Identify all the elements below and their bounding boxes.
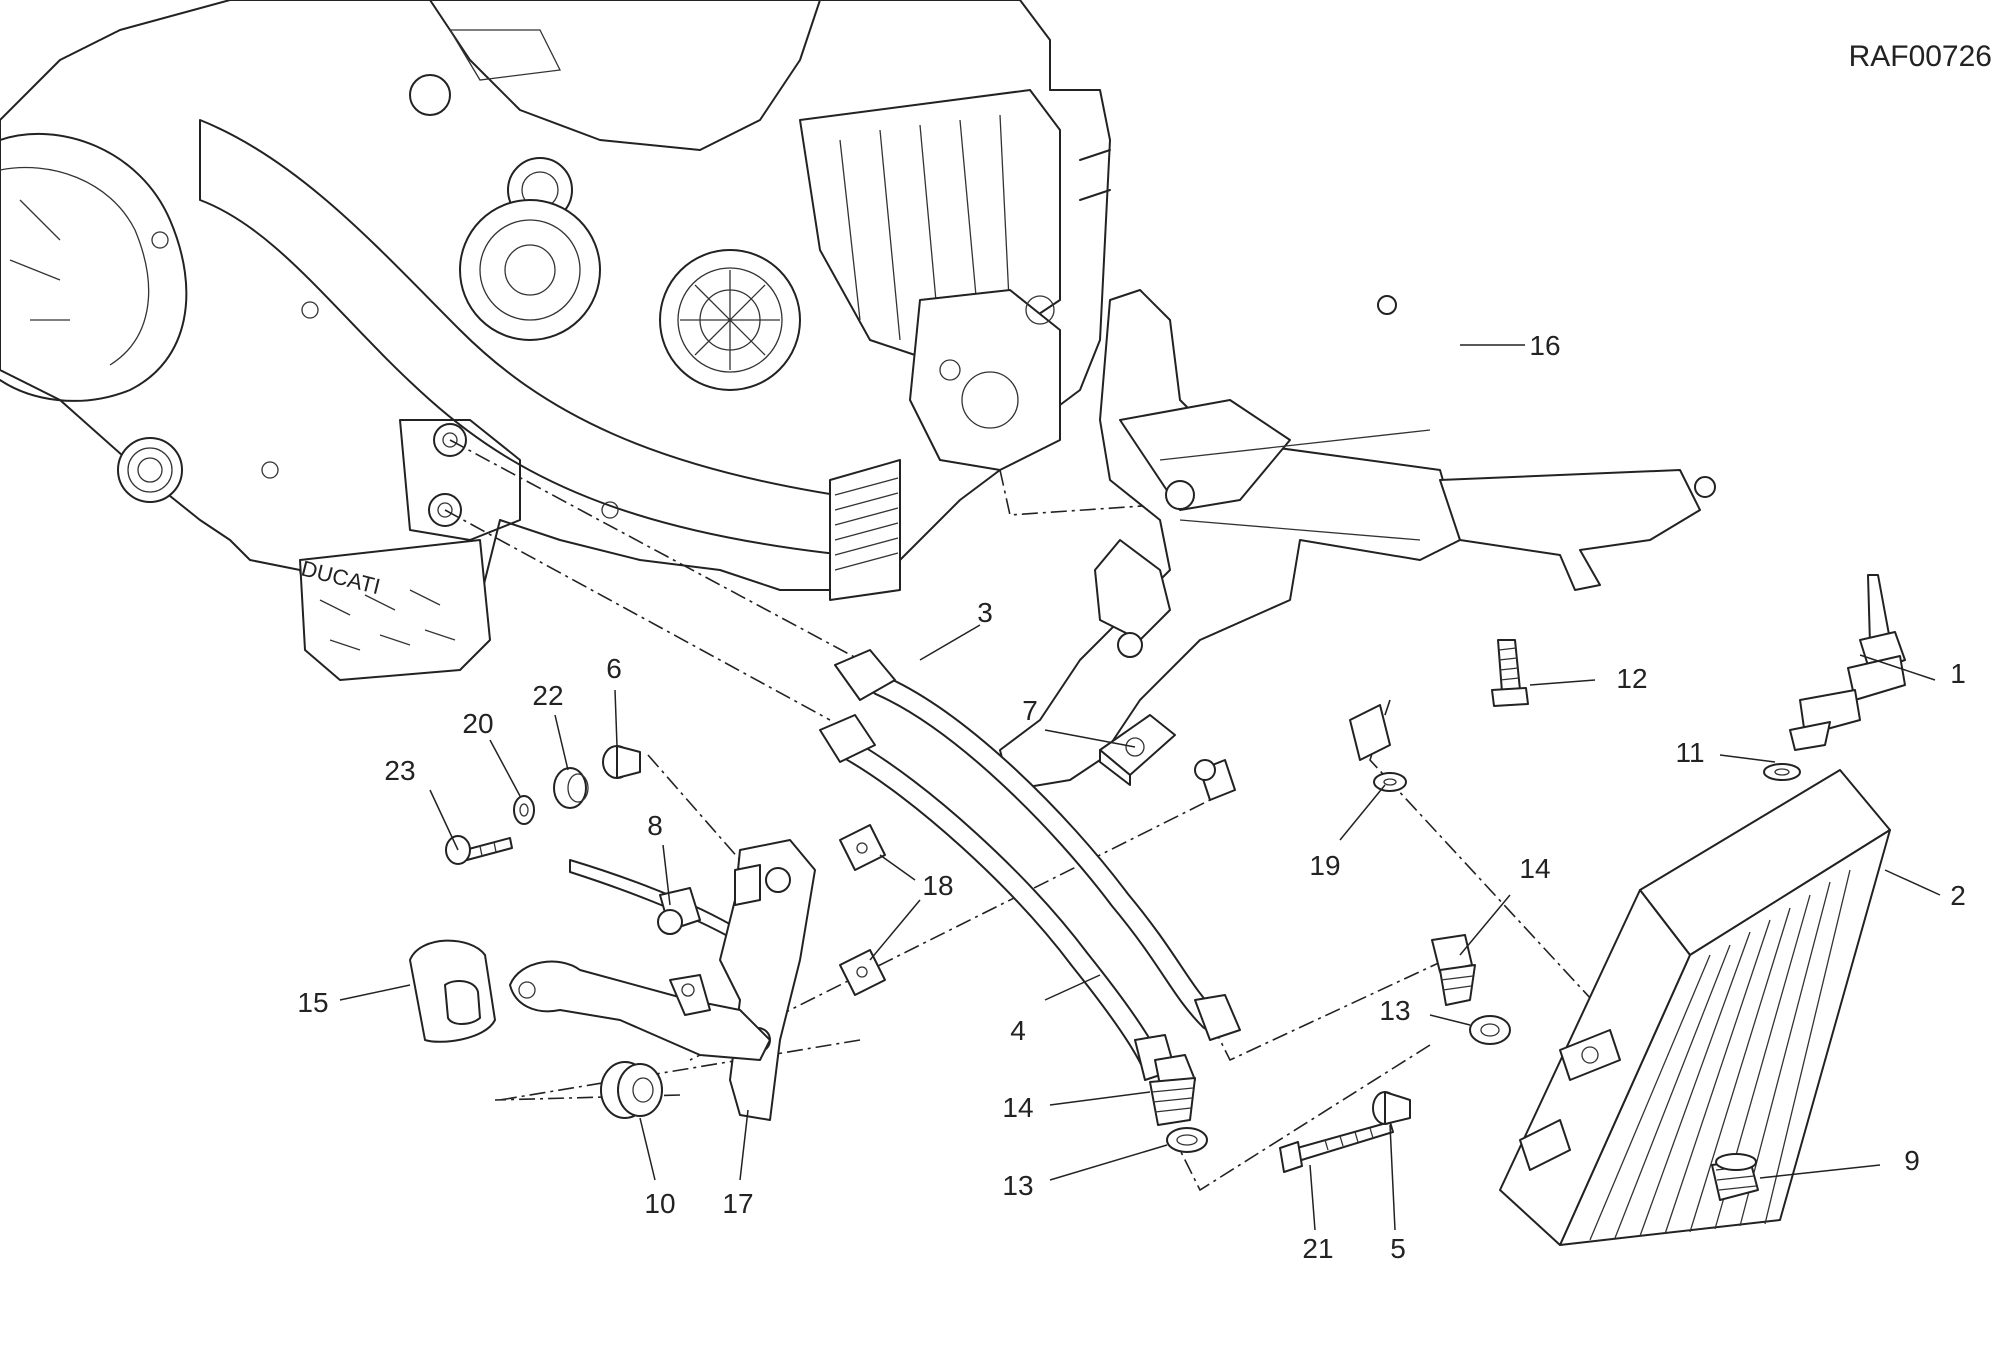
clip-nut-18b: [839, 949, 886, 996]
engine-assembly: DUCATI: [0, 0, 1111, 681]
callout-13-lower: 13: [1002, 1170, 1033, 1201]
spacer-5: [1372, 1091, 1411, 1125]
sensor-1: [1789, 574, 1906, 751]
callout-14-lower: 14: [1002, 1092, 1033, 1123]
clip-nut-18a: [839, 824, 886, 871]
fitting-14-upper: [1431, 934, 1476, 1006]
part-number-callouts: 1 2 3 4 5 6 7 8 9 10 11 12 13 13 14 14 1…: [297, 330, 1965, 1264]
callout-13-upper: 13: [1379, 995, 1410, 1026]
bolt-23: [445, 835, 513, 865]
reference-code: RAF00726: [1849, 40, 1992, 73]
bush-6: [602, 745, 641, 779]
callout-14-upper: 14: [1519, 853, 1550, 884]
callout-23: 23: [384, 755, 415, 786]
callout-16: 16: [1529, 330, 1560, 361]
callout-2: 2: [1950, 880, 1966, 911]
clip-7: [1099, 714, 1176, 786]
callout-6: 6: [606, 653, 622, 684]
callout-3: 3: [977, 597, 993, 628]
bolt-21: [1279, 1121, 1394, 1173]
arm-bracket: [509, 960, 771, 1061]
washer-20: [513, 795, 535, 825]
callout-9: 9: [1904, 1145, 1920, 1176]
oil-hoses-3-4: [819, 649, 1241, 1081]
oil-cooler-2: [1499, 769, 1891, 1246]
callout-1: 1: [1950, 658, 1966, 689]
washer-13-upper: [1469, 1015, 1511, 1045]
grommet-22: [553, 767, 589, 809]
washer-19: [1373, 772, 1407, 792]
callout-21: 21: [1302, 1233, 1333, 1264]
callout-4: 4: [1010, 1015, 1026, 1046]
callout-10: 10: [644, 1188, 675, 1219]
callout-17: 17: [722, 1188, 753, 1219]
plug-9: [1711, 1153, 1759, 1201]
rubber-block-15: [409, 939, 496, 1043]
fitting-14-lower: [1149, 1054, 1196, 1126]
washer-11: [1763, 763, 1801, 781]
plate-17: [719, 839, 816, 1121]
bracket-16: [999, 289, 1716, 801]
cable-tie-8: [569, 859, 741, 941]
washer-13-lower: [1166, 1127, 1208, 1153]
callout-7: 7: [1022, 695, 1038, 726]
callout-8: 8: [647, 810, 663, 841]
callout-12: 12: [1616, 663, 1647, 694]
callout-18: 18: [922, 870, 953, 901]
callout-19: 19: [1309, 850, 1340, 881]
callout-5: 5: [1390, 1233, 1406, 1264]
callout-20: 20: [462, 708, 493, 739]
callout-11: 11: [1675, 737, 1704, 768]
callout-15: 15: [297, 987, 328, 1018]
callout-22: 22: [532, 680, 563, 711]
leader-lines: [339, 344, 1941, 1231]
grommet-10: [600, 1061, 663, 1119]
bolt-12: [1491, 639, 1529, 707]
